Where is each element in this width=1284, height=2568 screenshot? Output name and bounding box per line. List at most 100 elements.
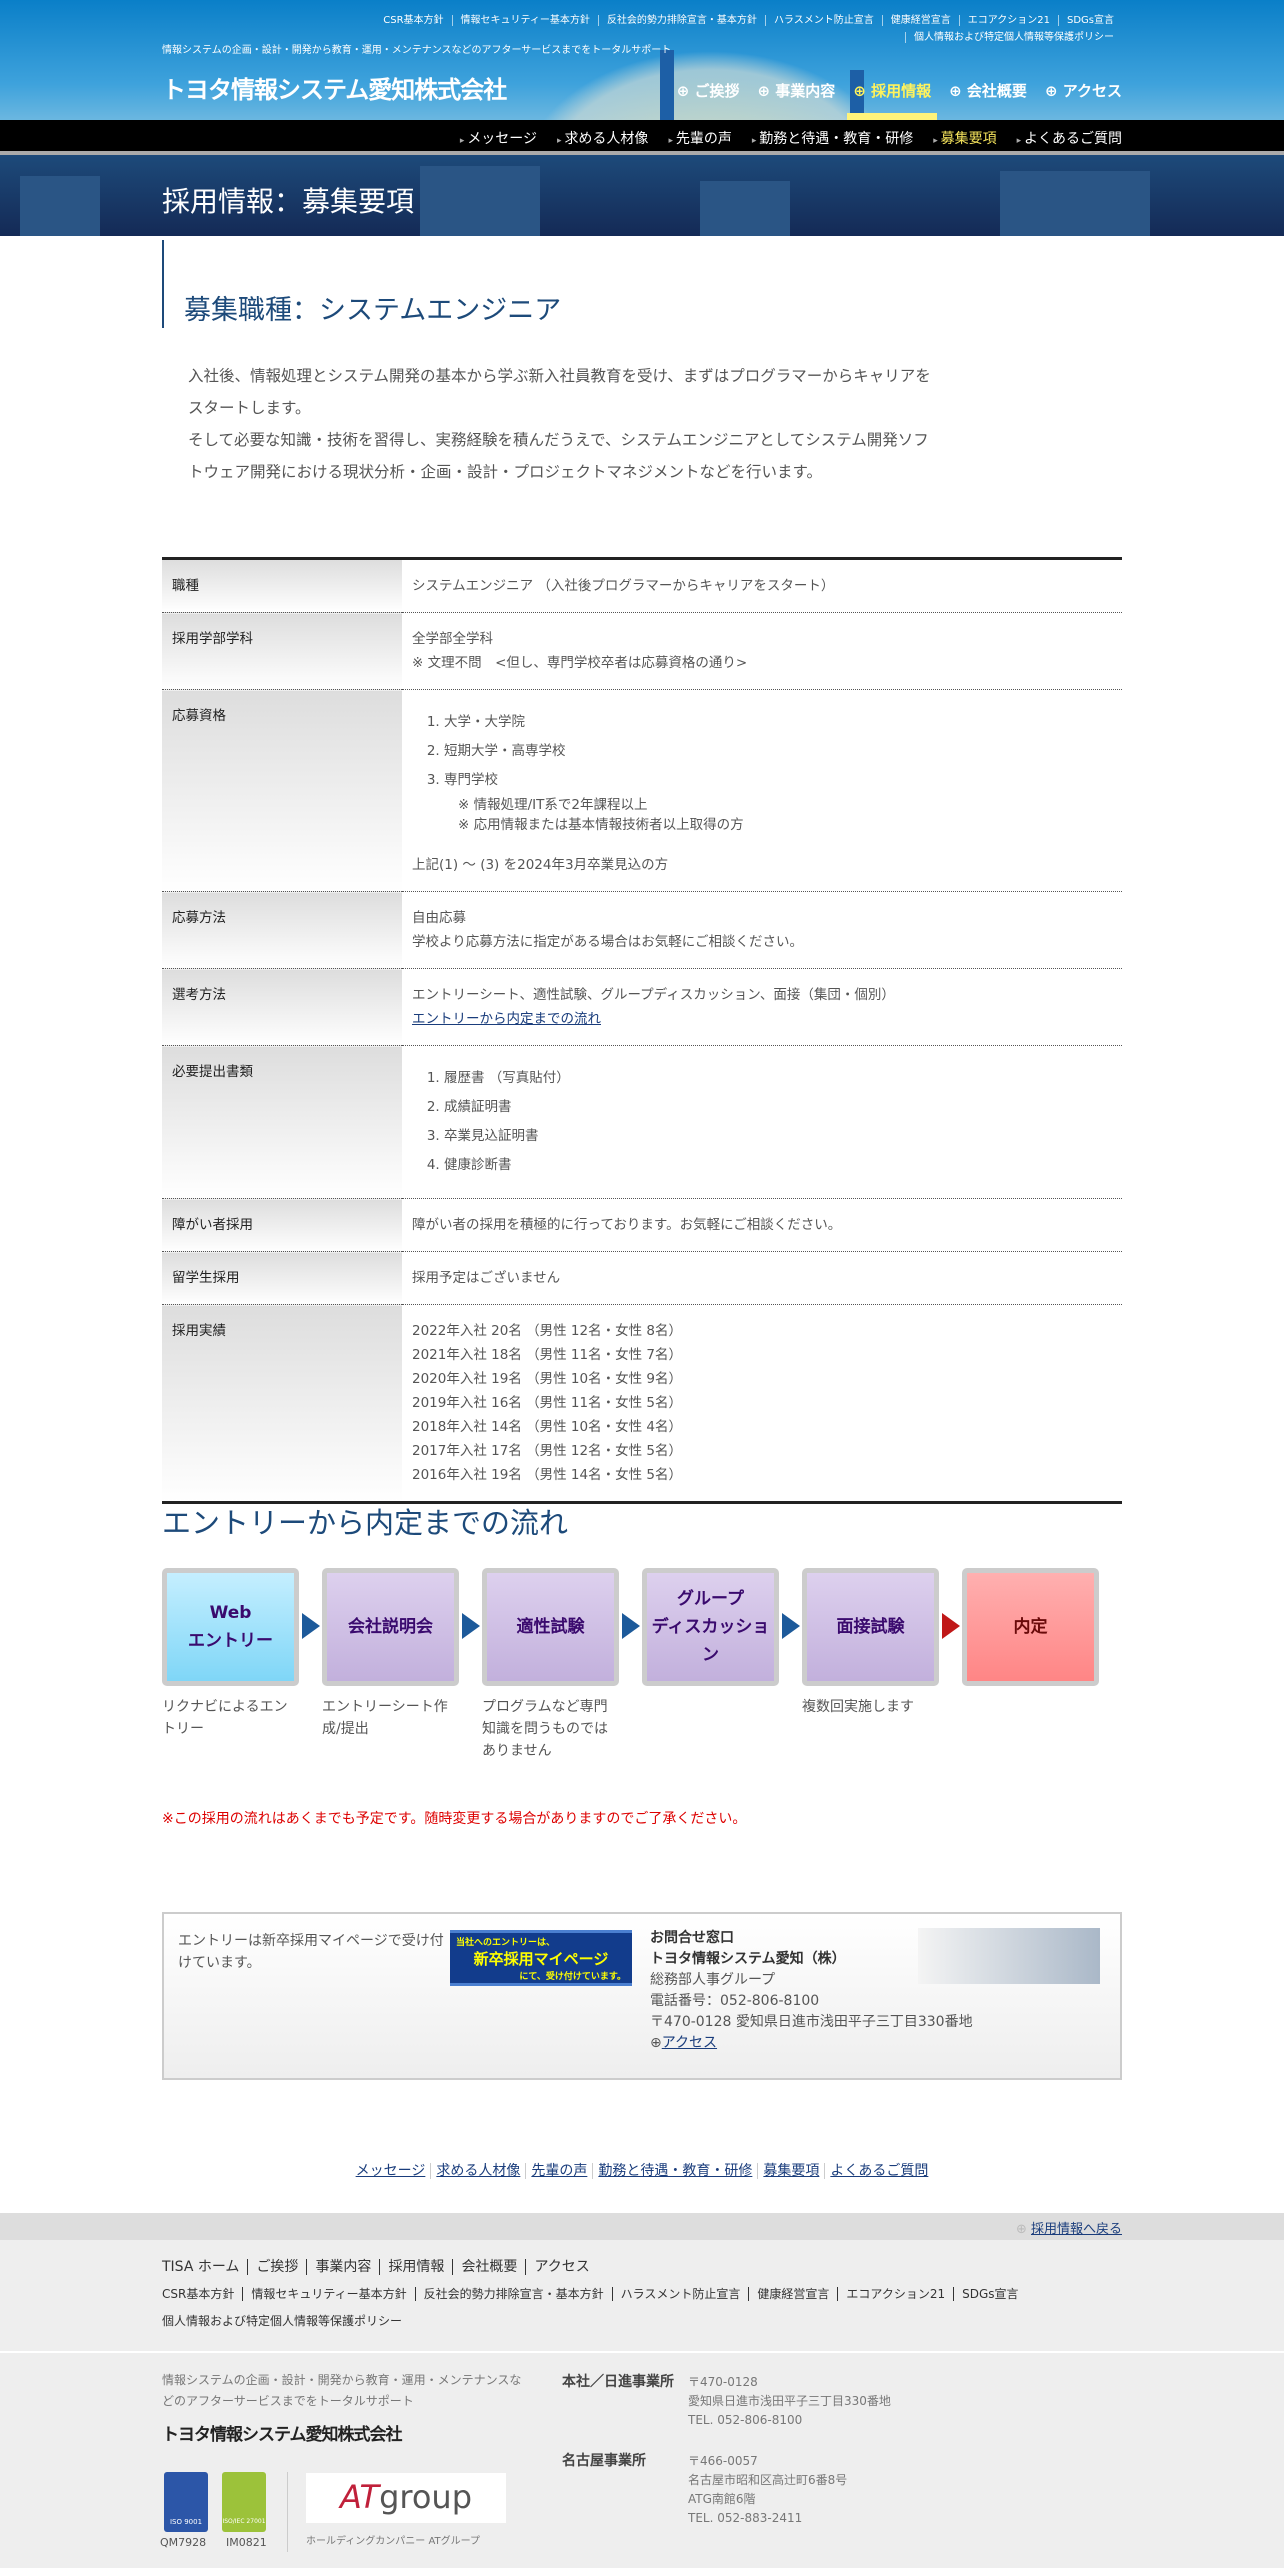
tower-decoration — [850, 70, 864, 120]
mypage-banner[interactable]: 当社へのエントリーは、 新卒採用マイページ にて、受け付けています。 — [450, 1930, 632, 1986]
tagline: 情報システムの企画・設計・開発から教育・運用・メンテナンスなどのアフターサービス… — [162, 45, 672, 56]
office-name: 名古屋事業所 — [562, 2453, 646, 2469]
fnav-greeting[interactable]: ご挨拶 — [247, 2259, 307, 2275]
gnav-recruit[interactable]: ⊕ 採用情報 — [847, 82, 937, 120]
step-label-line: 内定 — [1013, 1617, 1048, 1637]
fnav-privacy[interactable]: 個人情報および特定個人情報等保護ポリシー — [162, 2314, 403, 2328]
link-security[interactable]: 情報セキュリティー基本方針 — [451, 15, 598, 26]
flink-message[interactable]: メッセージ — [355, 2163, 426, 2179]
footer-logo[interactable]: トヨタ情報システム愛知株式会社 — [162, 2425, 402, 2445]
arrow-right-icon — [462, 1613, 480, 1639]
table-row: 留学生採用採用予定はございません — [162, 1251, 1122, 1305]
gnav-greeting[interactable]: ⊕ ご挨拶 — [676, 82, 740, 100]
site-footer: TISA ホームご挨拶事業内容採用情報会社概要アクセス CSR基本方針情報セキュ… — [0, 2240, 1284, 2568]
fnav-harassment[interactable]: ハラスメント防止宣言 — [611, 2287, 749, 2301]
link-csr[interactable]: CSR基本方針 — [383, 15, 444, 26]
office-name: 本社／日進事業所 — [562, 2374, 674, 2390]
banner-line: にて、受け付けています。 — [519, 1972, 626, 1982]
link-sdgs[interactable]: SDGs宣言 — [1057, 15, 1122, 26]
fnav-business[interactable]: 事業内容 — [306, 2259, 380, 2275]
divider — [287, 2472, 288, 2552]
cert-label: ISO 9001 — [169, 2518, 203, 2526]
link-health[interactable]: 健康経営宣言 — [881, 15, 959, 26]
table-row: 採用学部学科全学部全学科※ 文理不問 <但し、専門学校卒者は応募資格の通り> — [162, 612, 1122, 690]
contact-dept: 総務部人事グループ — [650, 1972, 776, 1988]
value-line: 2022年入社 20名 （男性 12名・女性 8名） — [412, 1323, 682, 1339]
value-line: 学校より応募方法に指定がある場合はお気軽にご相談ください。 — [412, 934, 803, 950]
table-row: 職種システムエンジニア （入社後プログラマーからキャリアをスタート） — [162, 560, 1122, 613]
subnav-work[interactable]: 勤務と待遇・教育・研修 — [752, 128, 913, 148]
flink-work[interactable]: 勤務と待遇・教育・研修 — [592, 2163, 758, 2179]
link-antisocial[interactable]: 反社会的勢力排除宣言・基本方針 — [597, 15, 765, 26]
row-label: 選考方法 — [162, 968, 402, 1046]
row-label: 応募方法 — [162, 891, 402, 969]
step-caption: エントリーシート作成/提出 — [322, 1699, 448, 1737]
fnav-recruit[interactable]: 採用情報 — [379, 2259, 453, 2275]
list-item: 履歴書 （写真貼付） — [444, 1064, 1112, 1093]
subnav-requirements[interactable]: 募集要項 — [933, 128, 997, 148]
flow-step: グループディスカッション — [642, 1568, 802, 1762]
link-harassment[interactable]: ハラスメント防止宣言 — [764, 15, 882, 26]
cert-code: IM0821 — [226, 2536, 267, 2549]
fnav-sdgs[interactable]: SDGs宣言 — [953, 2287, 1027, 2301]
row-value: 2022年入社 20名 （男性 12名・女性 8名）2021年入社 18名 （男… — [402, 1304, 1122, 1501]
fnav-company[interactable]: 会社概要 — [452, 2259, 526, 2275]
step-label-line: 会社説明会 — [348, 1617, 433, 1637]
step-caption: リクナビによるエントリー — [162, 1699, 288, 1737]
table-row: 応募資格大学・大学院短期大学・高専学校専門学校※ 情報処理/IT系で2年課程以上… — [162, 689, 1122, 892]
step-box: 会社説明会 — [322, 1568, 459, 1686]
flow-link[interactable]: エントリーから内定までの流れ — [412, 1011, 601, 1027]
access-link[interactable]: アクセス — [661, 2035, 718, 2051]
fnav-access[interactable]: アクセス — [525, 2259, 598, 2275]
flink-faq[interactable]: よくあるご質問 — [824, 2163, 934, 2179]
step-label-line: Web — [209, 1603, 252, 1623]
step-label: 内定 — [1014, 1613, 1048, 1641]
link-privacy[interactable]: 個人情報および特定個人情報等保護ポリシー — [905, 32, 1122, 43]
gnav-business[interactable]: ⊕ 事業内容 — [757, 82, 836, 100]
back-to-recruit-link[interactable]: 採用情報へ戻る — [1030, 2222, 1122, 2237]
subnav-message[interactable]: メッセージ — [460, 128, 537, 148]
step-label-line: グループ — [677, 1589, 744, 1609]
step-caption: プログラムなど専門知識を問うものではありません — [482, 1699, 608, 1759]
office-line: TEL. 052-806-8100 — [688, 2413, 803, 2427]
subnav-faq[interactable]: よくあるご質問 — [1017, 128, 1122, 148]
fnav-eco[interactable]: エコアクション21 — [837, 2287, 954, 2301]
gnav-company[interactable]: ⊕ 会社概要 — [949, 82, 1027, 100]
link-eco[interactable]: エコアクション21 — [958, 15, 1058, 26]
flink-ideal[interactable]: 求める人材像 — [430, 2163, 526, 2179]
flink-requirements[interactable]: 募集要項 — [757, 2163, 825, 2179]
list-item: 卒業見込証明書 — [444, 1122, 1112, 1151]
step-box: 適性試験 — [482, 1568, 619, 1686]
row-value: エントリーシート、適性試験、グループディスカッション、面接（集団・個別）エントリ… — [402, 968, 1122, 1046]
circle-arrow-icon: ⊕ — [650, 2035, 662, 2051]
fnav-home[interactable]: TISA ホーム — [162, 2259, 240, 2275]
building-decoration — [700, 181, 790, 236]
gnav-label: 採用情報 — [871, 82, 932, 100]
row-label: 職種 — [162, 560, 402, 613]
banner-line: 新卒採用マイページ — [473, 1950, 609, 1968]
arrow-right-icon — [782, 1613, 800, 1639]
step-label: グループディスカッション — [647, 1585, 774, 1669]
atgroup-logo[interactable]: ATgroup — [306, 2473, 506, 2523]
gnav-access[interactable]: ⊕ アクセス — [1044, 82, 1122, 100]
back-bar: ⊕ 採用情報へ戻る — [0, 2213, 1284, 2240]
company-logo[interactable]: トヨタ情報システム愛知株式会社 — [162, 76, 507, 104]
job-heading: 募集職種：システムエンジニア — [162, 240, 1122, 328]
fnav-security[interactable]: 情報セキュリティー基本方針 — [242, 2287, 415, 2301]
fnav-csr[interactable]: CSR基本方針 — [162, 2287, 235, 2301]
intro-para: そして必要な知識・技術を習得し、実務経験を積んだうえで、システムエンジニアとして… — [188, 431, 929, 481]
value-line: 2017年入社 17名 （男性 12名・女性 5名） — [412, 1443, 682, 1459]
office-line: ATG南館6階 — [688, 2492, 756, 2506]
subnav-ideal[interactable]: 求める人材像 — [557, 128, 648, 148]
requirements-table: 職種システムエンジニア （入社後プログラマーからキャリアをスタート） 採用学部学… — [162, 557, 1122, 1504]
fnav-health[interactable]: 健康経営宣言 — [748, 2287, 838, 2301]
table-row: 応募方法自由応募学校より応募方法に指定がある場合はお気軽にご相談ください。 — [162, 891, 1122, 969]
step-caption: 複数回実施します — [802, 1699, 914, 1715]
subnav-voices[interactable]: 先輩の声 — [668, 128, 732, 148]
value-line: 2019年入社 16名 （男性 11名・女性 5名） — [412, 1395, 682, 1411]
arrow-right-icon — [302, 1613, 320, 1639]
flink-voices[interactable]: 先輩の声 — [525, 2163, 593, 2179]
value-line: 全学部全学科 — [412, 631, 493, 647]
fnav-antisocial[interactable]: 反社会的勢力排除宣言・基本方針 — [414, 2287, 612, 2301]
